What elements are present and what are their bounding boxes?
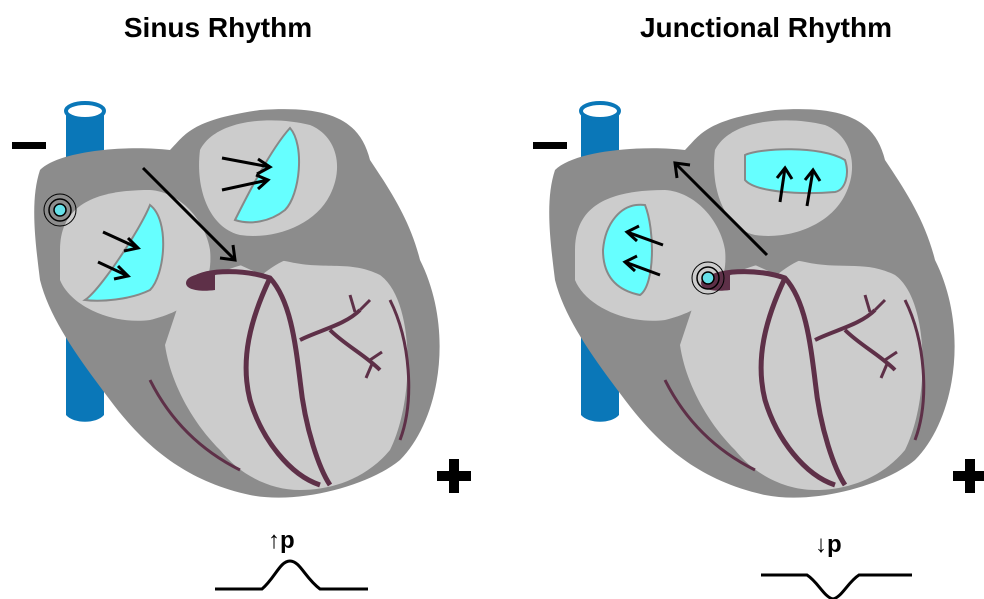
- positive-electrode-right: [953, 459, 984, 493]
- inverted-p-wave: [761, 575, 912, 599]
- negative-electrode-left: [12, 142, 46, 149]
- sa-node-icon: [44, 194, 76, 226]
- upright-p-wave: [215, 561, 368, 589]
- junctional-heart: [549, 102, 954, 498]
- negative-electrode-right: [533, 142, 567, 149]
- left-atrium-activation: [745, 149, 847, 193]
- positive-electrode-left: [437, 459, 471, 493]
- av-node-icon: [692, 262, 724, 294]
- p-wave-label-junctional: ↓p: [815, 531, 842, 559]
- sinus-heart: [34, 102, 439, 498]
- p-wave-label-sinus: ↑p: [268, 527, 295, 555]
